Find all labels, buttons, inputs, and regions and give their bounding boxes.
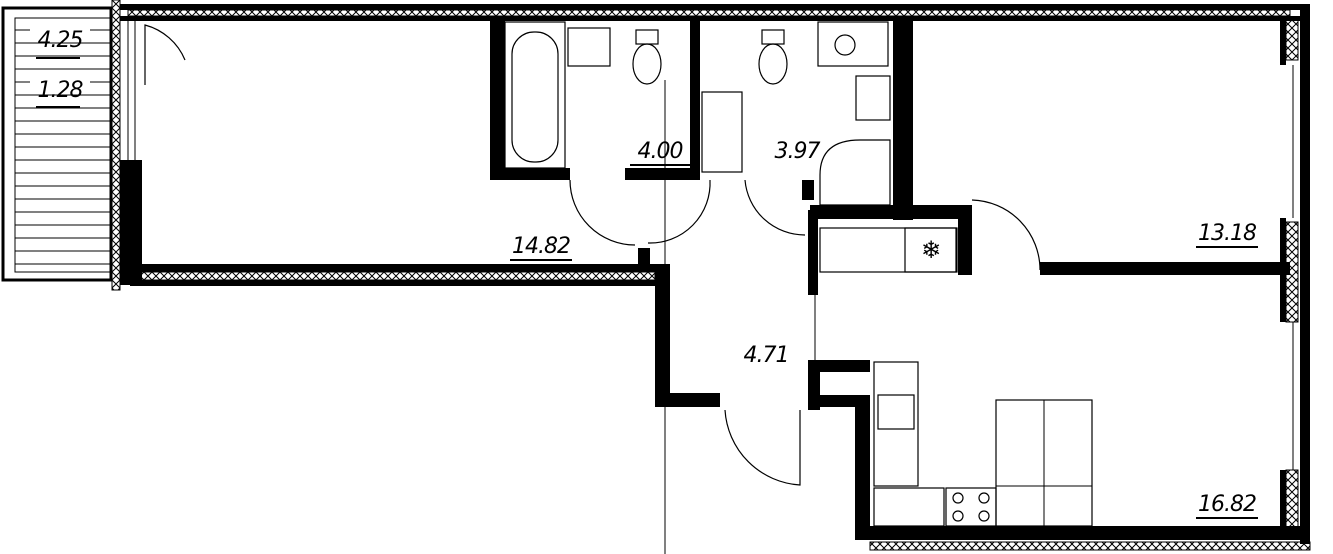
room-area-bathroom: 4.00	[638, 139, 683, 164]
balcony	[1, 0, 121, 291]
room-area-hallway: 4.71	[744, 343, 789, 368]
fixtures: ❄	[504, 21, 1093, 527]
room-area-living-room: 14.82	[512, 234, 570, 259]
room-area-kitchen: 16.82	[1198, 492, 1256, 517]
doors	[144, 24, 1041, 554]
snowflake-icon: ❄	[921, 236, 941, 264]
walls	[120, 4, 1311, 551]
room-area-balcony-reduced: 1.28	[38, 78, 84, 103]
room-area-bedroom: 13.18	[1198, 221, 1257, 246]
balcony-slats	[15, 29, 110, 265]
room-area-wc: 3.97	[775, 139, 821, 164]
room-area-balcony: 4.25	[38, 28, 83, 53]
